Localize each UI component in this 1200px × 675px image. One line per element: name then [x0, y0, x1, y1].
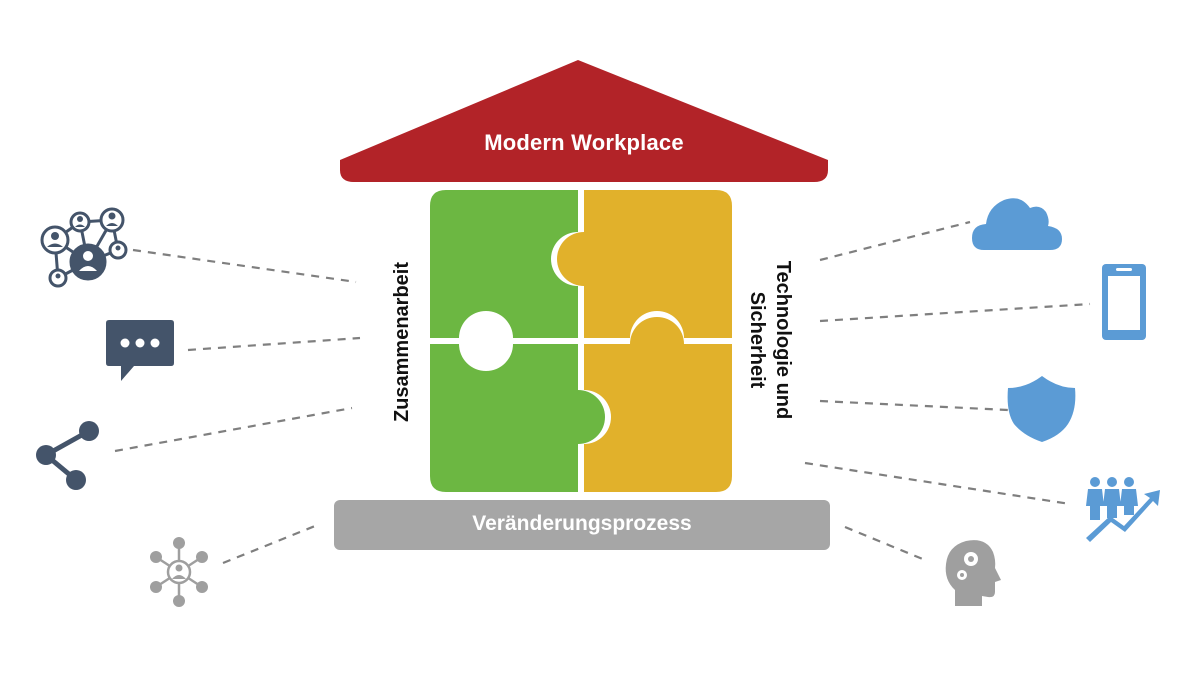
growth-team-icon	[1086, 477, 1160, 542]
puzzle	[430, 190, 732, 492]
roof-title: Modern Workplace	[484, 130, 684, 155]
connector-chat	[187, 336, 361, 352]
puzzle-piece-bottom-left	[430, 344, 605, 492]
puzzle-piece-top-left	[430, 190, 578, 338]
share-icon	[36, 421, 99, 490]
connector-network	[132, 248, 357, 284]
network-center-person	[79, 251, 97, 271]
chat-bubble-icon	[106, 320, 174, 381]
puzzle-piece-bottom-right	[584, 317, 732, 492]
network-people-icon	[40, 207, 128, 288]
connector-cloud	[819, 220, 971, 262]
right-pillar-label: Technologie und Sicherheit	[744, 210, 796, 470]
connector-shield	[819, 399, 1009, 412]
connector-hub	[222, 522, 321, 565]
base-bar	[334, 500, 830, 550]
right-pillar-label-line2: Sicherheit	[746, 291, 768, 389]
roof-shape	[340, 60, 828, 182]
cloud-icon	[972, 198, 1062, 250]
connector-growth	[804, 461, 1071, 506]
brain-gears-icon	[945, 540, 1001, 606]
connector-phone	[819, 302, 1091, 323]
shield-icon	[1007, 376, 1076, 442]
left-pillar-label: Zusammenarbeit	[391, 261, 413, 423]
puzzle-piece-top-right	[557, 190, 732, 338]
connector-share	[114, 406, 353, 453]
right-pillar-label-line1: Technologie und	[772, 260, 794, 420]
connector-brain	[844, 525, 926, 562]
base-title: Veränderungsprozess	[472, 512, 692, 535]
hub-center-person	[172, 564, 186, 579]
connector-lines	[114, 220, 1091, 565]
network-people-heads	[47, 212, 121, 279]
hub-person-icon	[150, 537, 208, 607]
smartphone-icon	[1102, 264, 1146, 340]
